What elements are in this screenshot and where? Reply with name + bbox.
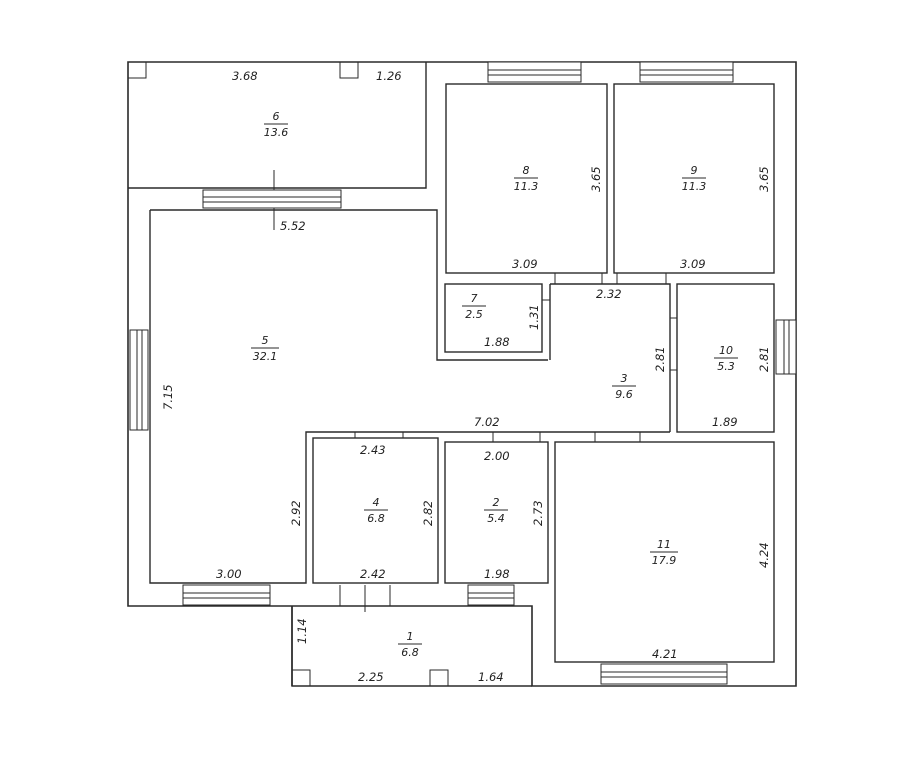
room-7-outline [444, 283, 543, 353]
door-marks [339, 273, 677, 606]
dimension-label: 2.81 [653, 346, 667, 372]
window [467, 584, 515, 606]
window [182, 584, 271, 606]
room-8-area: 11.3 [514, 180, 539, 193]
room-label: 16.8 [398, 630, 422, 659]
room-label: 11 17.9 [650, 538, 678, 567]
room-7-area: 2.5 [465, 308, 483, 321]
room-label: 39.6 [612, 372, 636, 401]
windows [129, 61, 797, 685]
room-9-area: 11.3 [682, 180, 707, 193]
room-3-area: 9.6 [615, 388, 633, 401]
window [129, 329, 149, 431]
dimension-label: 2.42 [360, 567, 386, 581]
dimension-label: 2.00 [484, 449, 510, 463]
dimension-label: 1.26 [376, 69, 402, 83]
dimension-label: 4.21 [652, 647, 678, 661]
dimension-label: 3.65 [757, 166, 771, 192]
dimension-label: 1.88 [484, 335, 510, 349]
room-label: 532.1 [251, 334, 279, 363]
room-11-outline [554, 441, 775, 663]
room-9-number: 9 [691, 164, 698, 177]
dimension-label: 3.09 [512, 257, 538, 271]
room-11-area: 17.9 [652, 554, 677, 567]
room-2-number: 2 [493, 496, 500, 509]
room-4-outline [312, 437, 439, 584]
dimension-label: 2.82 [421, 500, 435, 526]
window [202, 189, 342, 209]
dimension-label: 1.89 [712, 415, 738, 429]
room-3-outline [542, 283, 671, 432]
dimension-label: 1.98 [484, 567, 510, 581]
dimension-label: 3.65 [589, 166, 603, 192]
dimension-label: 1.14 [295, 618, 309, 644]
room-label: 46.8 [364, 496, 388, 525]
room-10-area: 5.3 [717, 360, 735, 373]
room-10-number: 10 [719, 344, 733, 357]
room-7-number: 7 [471, 292, 478, 305]
room-label: 613.6 [264, 110, 289, 139]
room-labels: 613.6 811.3 911.3 72.5 532.1 39.6 105.3 … [251, 110, 738, 659]
dimension-label: 7.02 [474, 415, 500, 429]
dimension-label: 4.24 [757, 542, 771, 568]
room-2-outline [444, 441, 549, 584]
room-5-outline [149, 209, 670, 584]
room-10-outline [676, 283, 775, 433]
room-5-number: 5 [262, 334, 269, 347]
room-6-number: 6 [273, 110, 280, 123]
room-label: 72.5 [462, 292, 486, 321]
dimension-label: 1.64 [478, 670, 504, 684]
room-11-number: 11 [657, 538, 671, 551]
room-8-number: 8 [523, 164, 530, 177]
room-label: 105.3 [714, 344, 738, 373]
window [600, 663, 728, 685]
room-3-number: 3 [621, 372, 628, 385]
window [775, 319, 797, 375]
dimension-label: 3.00 [216, 567, 242, 581]
room-6-area: 13.6 [264, 126, 289, 139]
dimension-label: 3.68 [232, 69, 258, 83]
room-label: 811.3 [514, 164, 539, 193]
dimension-label: 2.25 [358, 670, 384, 684]
room-2-area: 5.4 [487, 512, 505, 525]
room-9-outline [613, 83, 775, 274]
room-label: 911.3 [682, 164, 707, 193]
dimension-label: 3.09 [680, 257, 706, 271]
dimension-label: 2.73 [531, 500, 545, 526]
dimension-label: 2.43 [360, 443, 386, 457]
room-1-outline [291, 585, 449, 687]
room-1-area: 6.8 [401, 646, 419, 659]
room-8-outline [445, 83, 608, 274]
dimension-label: 7.15 [161, 384, 175, 410]
dimension-label: 2.32 [596, 287, 622, 301]
room-1-number: 1 [407, 630, 414, 643]
dimension-label: 1.31 [527, 304, 541, 330]
dimension-label: 2.92 [289, 500, 303, 526]
dimension-label: 2.81 [757, 346, 771, 372]
window [639, 61, 734, 83]
dimension-labels: 3.68 1.26 5.52 3.09 3.09 2.32 1.88 1.89 … [161, 69, 771, 684]
window [487, 61, 582, 83]
room-label: 25.4 [484, 496, 508, 525]
room-4-area: 6.8 [367, 512, 385, 525]
room-5-area: 32.1 [253, 350, 278, 363]
dimension-label: 5.52 [280, 219, 306, 233]
room-4-number: 4 [373, 496, 380, 509]
